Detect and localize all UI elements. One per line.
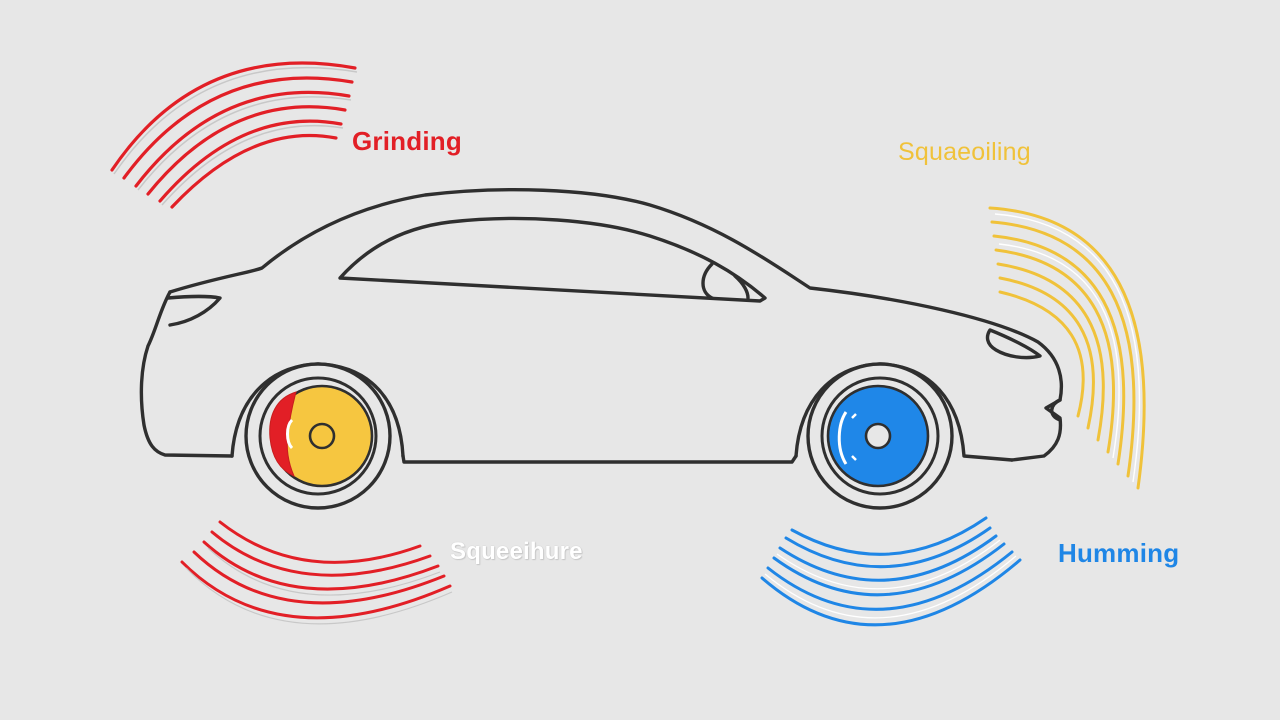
humming-sound-waves-icon xyxy=(760,516,1022,627)
rear-wheel-brake-icon xyxy=(244,362,392,510)
grinding-sound-waves-icon xyxy=(110,61,357,209)
grinding-label: Grinding xyxy=(352,126,462,156)
squealing-bottom-wave-shadows xyxy=(185,547,453,625)
front-wheel-brake-icon xyxy=(806,362,954,510)
squealing-top-label: Squaeoiling xyxy=(898,138,1031,166)
squealing-wave-highlights xyxy=(994,213,1141,483)
squealing-bottom-label: Squeeihure xyxy=(450,538,583,565)
squealing-bottom-sound-waves-icon xyxy=(180,520,452,620)
squealing-top-sound-waves-icon xyxy=(988,206,1146,490)
humming-wave-highlights xyxy=(764,539,1017,619)
humming-label: Humming xyxy=(1058,538,1180,568)
grinding-wave-shadows xyxy=(113,66,358,206)
